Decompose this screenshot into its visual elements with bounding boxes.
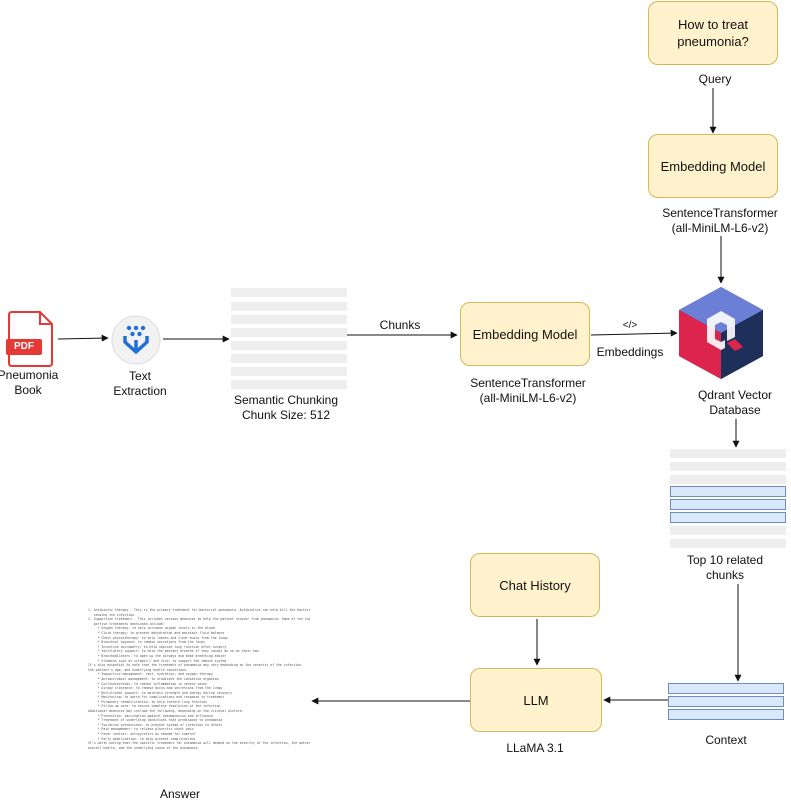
answer-line: * Corticosteroids: to reduce inflammatio… (88, 681, 207, 686)
embedding-model-mid-label: SentenceTransformer (all-MiniLM-L6-v2) (470, 376, 586, 405)
chunk-bar (231, 302, 347, 311)
chunk-bar (231, 328, 347, 337)
text-extraction-icon (110, 314, 162, 366)
qdrant-label: Qdrant Vector Database (697, 388, 773, 417)
answer-line: * Ventilatory support: to help the patie… (88, 649, 259, 654)
answer-line: * Pain management: to relieve pleuritic … (88, 727, 194, 732)
embedding-model-mid-box: Embedding Model (460, 302, 590, 366)
answer-line: * Prevention: vaccination against pneumo… (88, 713, 213, 718)
embedding-model-top-label: SentenceTransformer (all-MiniLM-L6-v2) (662, 206, 778, 235)
answer-line: * Fever control: antipyretics as needed … (88, 732, 196, 737)
answer-line: * Antimicrobial management: to eradicate… (88, 676, 219, 681)
top10-chunk-stack (670, 449, 786, 549)
answer-label: Answer (159, 787, 200, 801)
answer-line: * Nutritional support: to maintain stren… (88, 690, 232, 695)
code-tag-label: </> (622, 320, 638, 331)
answer-line: portive treatments mentioned include: (88, 621, 165, 626)
query-box-text: How to treat pneumonia? (677, 17, 749, 49)
chunk-bar (670, 475, 786, 484)
chunk-bar-selected (670, 499, 786, 510)
chunk-bar (231, 367, 347, 376)
chunk-bar (231, 354, 347, 363)
answer-line: 1. Antibiotic therapy - This is the prim… (88, 608, 310, 612)
chunk-bar (670, 539, 786, 548)
chunk-bar (670, 462, 786, 471)
chunks-edge-label: Chunks (379, 318, 421, 332)
chat-history-box: Chat History (470, 553, 600, 617)
embedding-model-top-text: Embedding Model (660, 158, 766, 174)
chunk-bar (231, 288, 347, 297)
chunk-bar (231, 341, 347, 350)
qdrant-logo-icon (677, 285, 765, 381)
embedding-model-top-box: Embedding Model (648, 134, 778, 198)
query-box: How to treat pneumonia? (648, 1, 778, 65)
arrow-pdf-to-extraction (57, 334, 109, 342)
answer-line: Additional measures may include the foll… (88, 709, 244, 714)
text-extraction-label: Text Extraction (113, 369, 167, 398)
answer-line: * Bronchial hygiene: to remove secretion… (88, 640, 206, 645)
embeddings-edge-label: Embeddings (596, 345, 664, 359)
answer-line: * Chest physiotherapy: to help loosen an… (88, 635, 229, 640)
answer-line: * Early mobilization: to help prevent co… (88, 736, 196, 741)
answer-line: 2. Supportive treatment - This includes … (88, 617, 310, 622)
answer-line: * Isolation precautions: to prevent spre… (88, 722, 223, 727)
top10-label: Top 10 related chunks (686, 553, 764, 582)
answer-line: * Vitamins such as vitamin C and zinc: t… (88, 658, 227, 663)
answer-line: It's also essential to note that the tre… (88, 663, 303, 668)
answer-line: overall health, and the underlying cause… (88, 745, 200, 750)
answer-line: * Monitoring: to watch for complications… (88, 695, 225, 700)
answer-line: * Bronchodilators: to open up the airway… (88, 653, 227, 658)
llm-box: LLM (470, 668, 602, 732)
chunk-bar (231, 315, 347, 324)
chat-history-text: Chat History (499, 577, 571, 593)
chunk-bar (670, 526, 786, 535)
answer-line: * Pulmonary rehabilitation: to help rest… (88, 699, 207, 704)
llm-label: LLaMA 3.1 (506, 741, 564, 755)
chunk-bar-selected (668, 683, 784, 694)
answer-line: the patient's age, and underlying health… (88, 667, 188, 672)
context-chunk-stack (668, 683, 784, 720)
answer-document: 1. Antibiotic therapy - This is the prim… (88, 608, 310, 784)
llm-text: LLM (523, 692, 549, 708)
context-label: Context (705, 733, 747, 747)
answer-line: It's worth noting that the specific trea… (88, 741, 310, 746)
answer-line: * Follow-up care: to ensure complete res… (88, 704, 221, 709)
answer-line: * Supportive management: rest, hydration… (88, 672, 213, 677)
answer-line: * Treatment of underlying conditions tha… (88, 718, 223, 723)
answer-line: * Airway clearance: to remove mucus and … (88, 686, 223, 691)
pdf-badge-text: PDF (14, 341, 34, 352)
chunk-bar-selected (670, 512, 786, 523)
chunk-stack (231, 288, 347, 390)
pdf-label: Pneumonia Book (0, 368, 59, 397)
answer-line: * Fluid therapy: to prevent dehydration … (88, 630, 225, 635)
arrow-embedding-to-qdrant (590, 329, 678, 337)
answer-line: * Incentive spirometry: to help improve … (88, 644, 227, 649)
query-label: Query (698, 72, 732, 86)
chunk-bar-selected (668, 696, 784, 707)
chunk-bar (670, 449, 786, 458)
chunk-bar-selected (668, 709, 784, 720)
pdf-file-icon: PDF (6, 311, 54, 367)
answer-line: * Oxygen therapy: to help increase oxyge… (88, 626, 215, 631)
chunking-label: Semantic Chunking Chunk Size: 512 (233, 393, 339, 422)
chunk-bar-selected (670, 486, 786, 497)
embedding-model-mid-text: Embedding Model (472, 326, 578, 342)
answer-line: causing the infection. (88, 612, 136, 617)
chunk-bar (231, 380, 347, 389)
